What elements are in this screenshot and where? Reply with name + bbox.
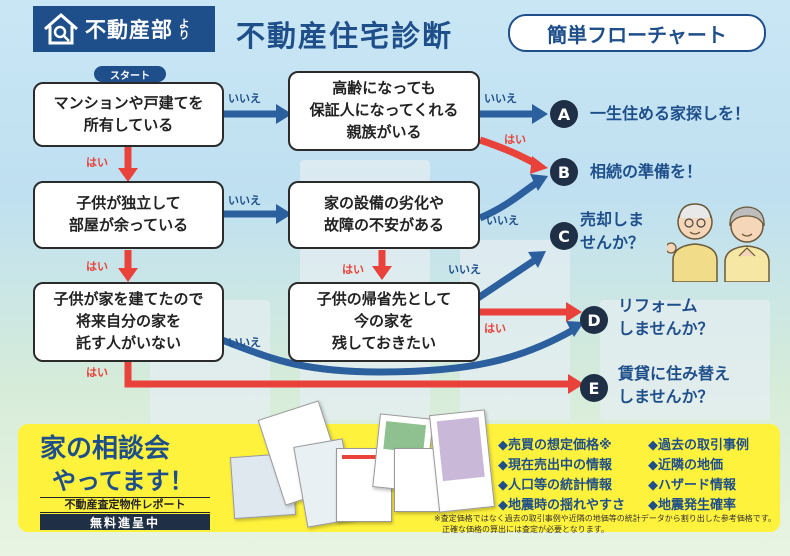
background-building (600, 300, 770, 420)
page-subtitle: 簡単フローチャート (508, 14, 766, 52)
start-badge: スタート (94, 66, 166, 82)
price-footnote: ※査定価格ではなく過去の取引事例や近隣の地価等の統計データから割り出した参考価格… (434, 514, 776, 534)
outcome-c-text: 売却しま せんか？ (580, 210, 645, 253)
logo-suffix: より (177, 18, 190, 40)
feature-item: ◆現在売出中の情報 (498, 458, 612, 473)
question-guarantor-relatives: 高齢になっても 保証人になってくれる 親族がいる (288, 71, 480, 151)
yes-arrowheads (118, 156, 584, 394)
yes-label: はい (484, 322, 506, 335)
no-arrows (220, 110, 575, 376)
yes-label: はい (342, 263, 364, 276)
yes-label: はい (86, 260, 108, 273)
outcome-d-badge: D (580, 306, 608, 334)
feature-item: ◆地震時の揺れやすさ (498, 498, 625, 513)
yes-label: はい (86, 366, 108, 379)
outcome-a-text: 一生住める家探しを！ (590, 104, 751, 123)
feature-item: ◆人口等の統計情報 (498, 478, 612, 493)
feature-item: ◆ハザード情報 (648, 478, 736, 493)
question-own-home: マンションや戸建てを 所有している (33, 82, 224, 147)
feature-item: ◆地震発生確率 (648, 498, 736, 513)
outcome-e-text: 賃貸に住み替え しませんか？ (618, 364, 731, 407)
no-label: いいえ (484, 92, 517, 105)
outcome-c-badge: C (550, 222, 578, 250)
question-no-successor: 子供が家を建てたので 将来自分の家を 託す人がいない (33, 282, 224, 362)
question-spare-room: 子供が独立して 部屋が余っている (33, 181, 224, 249)
house-search-icon (44, 13, 78, 45)
logo-text: 不動産部 (85, 18, 173, 42)
page-title: 不動産住宅診断 (236, 19, 454, 53)
no-label: いいえ (228, 336, 261, 349)
feature-item: ◆売買の想定価格※ (498, 438, 612, 453)
no-label: いいえ (228, 92, 261, 105)
outcome-d-text: リフォーム しませんか？ (618, 296, 714, 339)
yes-arrows (124, 136, 568, 388)
outcome-b-text: 相続の準備を！ (590, 162, 703, 181)
outcome-e-badge: E (580, 374, 608, 402)
question-keep-for-children: 子供の帰省先として 今の家を 残しておきたい (288, 282, 480, 362)
banner-title: 家の相談会 (40, 434, 171, 464)
feature-item: ◆近隣の地価 (648, 458, 723, 473)
no-label: いいえ (228, 194, 261, 207)
no-arrowheads (276, 104, 584, 337)
yes-label: はい (86, 156, 108, 169)
no-label: いいえ (448, 263, 481, 276)
report-thumbnail (429, 409, 495, 513)
outcome-b-badge: B (550, 158, 578, 186)
no-label: いいえ (486, 214, 519, 227)
senior-couple-illustration (667, 203, 770, 282)
banner-subtitle: やってます！ (52, 467, 194, 495)
company-logo: 不動産部 より (33, 6, 215, 52)
report-thumbnail (394, 448, 440, 512)
free-offer-badge: 無料進呈中 (40, 514, 210, 530)
question-facility-deterioration: 家の設備の劣化や 故障の不安がある (288, 181, 480, 249)
feature-item: ◆過去の取引事例 (648, 438, 749, 453)
report-label: 不動産査定物件レポート (40, 497, 210, 513)
outcome-a-badge: A (550, 100, 578, 128)
yes-label: はい (504, 133, 526, 146)
